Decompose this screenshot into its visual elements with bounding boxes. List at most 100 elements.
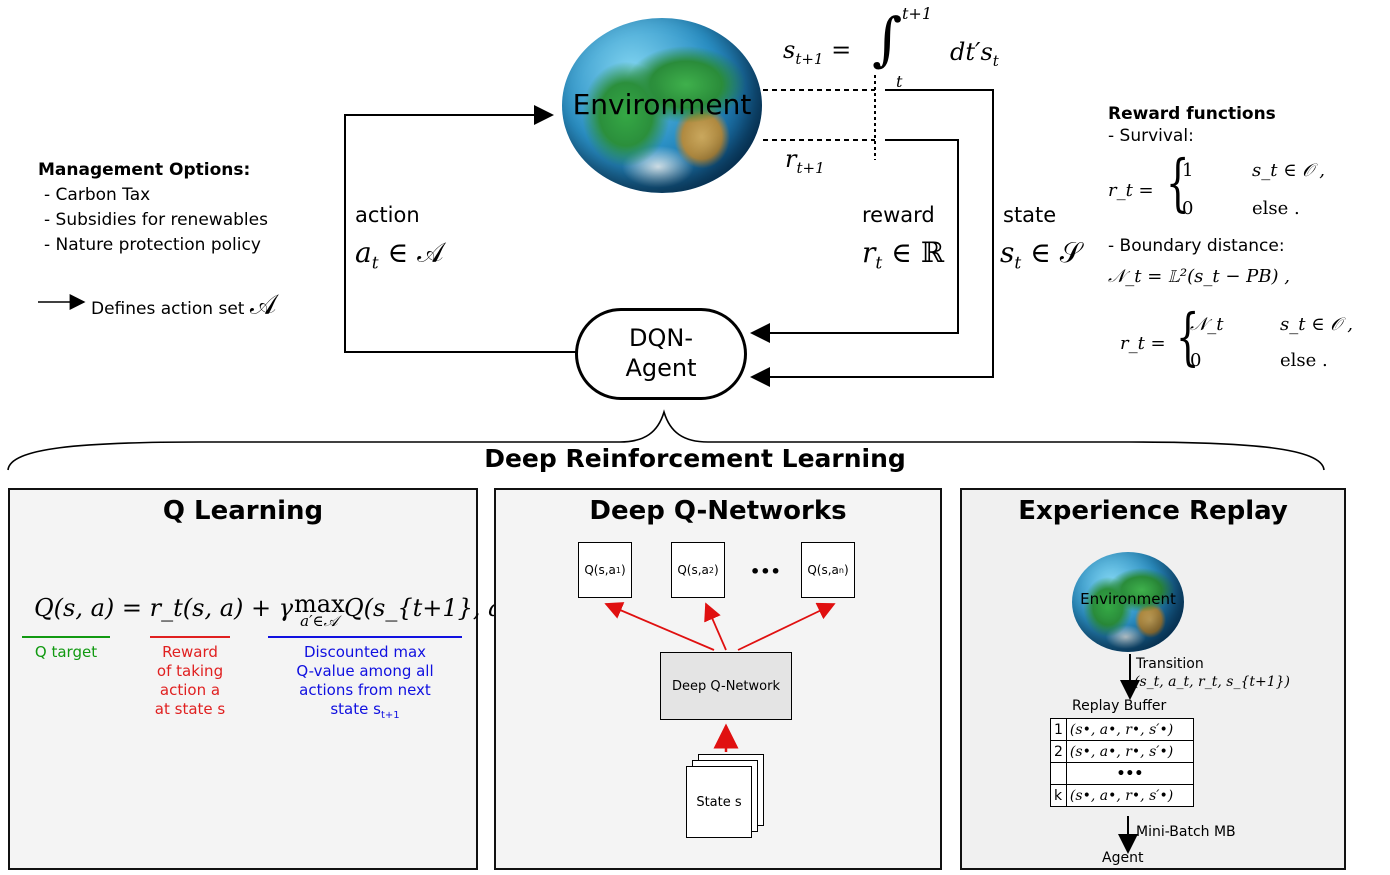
replay-panel: Experience Replay Environment Transition… <box>960 488 1346 870</box>
state-label: state <box>1003 203 1057 227</box>
defines-action-set: Defines action set 𝒜 <box>91 288 276 322</box>
buffer-row: ••• <box>1050 762 1194 785</box>
discount-line-2: Q-value among all <box>296 662 434 680</box>
q-output-n-base: Q(s,a <box>807 563 839 577</box>
dqn-arrows <box>604 602 836 752</box>
buffer-row: 2(s•, a•, r•, s′•) <box>1050 740 1194 763</box>
management-item-subsidies: - Subsidies for renewables <box>44 210 268 230</box>
buffer-row-idx: 2 <box>1050 740 1067 763</box>
state-eq-lhs-sub: t+1 <box>795 49 824 68</box>
state-arrow <box>750 89 994 387</box>
buffer-row-idx: 1 <box>1050 718 1067 741</box>
boundary-label: - Boundary distance: <box>1108 236 1285 256</box>
buffer-row-ellipsis: ••• <box>1065 762 1194 785</box>
action-sub: t <box>371 253 379 274</box>
buffer-row-tuple: (s•, a•, r•, s′•) <box>1065 784 1194 807</box>
state-equation: st+1 = <box>783 36 851 68</box>
reward-line-4: at state s <box>154 700 226 718</box>
state-stack: State s <box>686 754 776 844</box>
defines-symbol: 𝒜 <box>249 288 277 321</box>
integrand-text: dt′s <box>950 38 993 66</box>
q-output-2-sup: 2 <box>708 565 714 575</box>
reward-sym: r <box>862 236 876 269</box>
buffer-row: 1(s•, a•, r•, s′•) <box>1050 718 1194 741</box>
replay-agent-label: Agent <box>1102 850 1144 866</box>
reward-math: rt ∈ ℝ <box>862 236 944 274</box>
replay-title: Experience Replay <box>1018 496 1288 526</box>
q-target-underline <box>22 636 110 638</box>
reward-explanation: Reward of taking action a at state s <box>140 643 240 719</box>
q-output-1-sup: 1 <box>615 565 621 575</box>
integrand: dt′st <box>950 38 999 70</box>
discount-line-1: Discounted max <box>303 643 427 661</box>
reward-next-sub: t+1 <box>796 158 825 177</box>
state-sub: t <box>1014 253 1022 274</box>
q-output-ellipsis: ••• <box>750 562 781 581</box>
integral-sign: ∫ <box>872 5 903 73</box>
reward-label: reward <box>862 203 935 227</box>
buffer-row-idx <box>1050 762 1067 785</box>
buffer-row-idx: k <box>1050 784 1067 807</box>
boundary-cond2: else . <box>1280 350 1328 371</box>
environment-label: Environment <box>572 88 752 121</box>
action-label: action <box>355 203 420 227</box>
boundary-brace: { <box>1175 300 1200 373</box>
q-output-n-sup: n <box>838 565 844 575</box>
minibatch-label: Mini-Batch MB <box>1136 824 1236 840</box>
boundary-case1: 𝒩_t <box>1190 314 1224 335</box>
q-equation-right: Q(s_{t+1}, a′) <box>344 594 518 622</box>
discount-explanation: Discounted max Q-value among all actions… <box>258 643 472 725</box>
reward-arrow <box>750 139 959 343</box>
q-max-sub: a′∈𝒜 <box>300 612 338 630</box>
discount-line-3: actions from next <box>299 681 431 699</box>
discount-underline <box>268 636 462 638</box>
q-target-label: Q target <box>34 643 98 661</box>
buffer-label: Replay Buffer <box>1072 698 1167 714</box>
survival-case1: 1 <box>1182 160 1194 181</box>
survival-cond1: s_t ∈ 𝒪 , <box>1252 160 1326 181</box>
buffer-row-tuple: (s•, a•, r•, s′•) <box>1065 740 1194 763</box>
dqn-title: Deep Q-Networks <box>589 496 847 526</box>
state-eq-equals: = <box>831 36 852 64</box>
q-output-2-base: Q(s,a <box>677 563 709 577</box>
survival-rt: r_t = <box>1108 180 1154 201</box>
survival-cond2: else . <box>1252 198 1300 219</box>
environment-globe: Environment <box>562 18 762 193</box>
boundary-case2: 0 <box>1190 350 1202 371</box>
state-set: ∈ 𝒮 <box>1030 236 1082 269</box>
buffer-row: k(s•, a•, r•, s′•) <box>1050 784 1194 807</box>
integral-upper: t+1 <box>902 4 933 23</box>
state-sym: s <box>1000 236 1015 269</box>
management-item-nature: - Nature protection policy <box>44 235 261 255</box>
reward-underline <box>150 636 230 638</box>
net-to-q2-arrow <box>704 602 727 651</box>
q-output-1-base: Q(s,a <box>584 563 616 577</box>
integral-lower: t <box>896 72 903 91</box>
q-output-1-end: ) <box>620 563 626 577</box>
boundary-rt: r_t = <box>1120 333 1166 354</box>
survival-label: - Survival: <box>1108 126 1194 146</box>
q-equation-max: max a′∈𝒜 <box>294 590 345 630</box>
reward-line-2: of taking <box>156 662 224 680</box>
discount-line-4: state st+1 <box>258 700 472 725</box>
q-max: max <box>294 590 345 618</box>
state-box: State s <box>686 766 752 838</box>
management-title: Management Options: <box>38 160 251 180</box>
boundary-def: 𝒩_t = 𝕃²(s_t − PB) , <box>1108 266 1290 287</box>
defines-text: Defines action set <box>91 299 245 319</box>
reward-set: ∈ ℝ <box>891 236 945 269</box>
replay-arrows <box>1118 654 1140 854</box>
survival-brace: { <box>1165 146 1190 219</box>
management-item-carbon-tax: - Carbon Tax <box>44 185 151 205</box>
drl-title: Deep Reinforcement Learning <box>484 444 906 473</box>
survival-case2: 0 <box>1182 198 1194 219</box>
boundary-cond1: s_t ∈ 𝒪 , <box>1280 314 1354 335</box>
state-eq-lhs: s <box>783 36 796 64</box>
drl-brace <box>7 409 1325 471</box>
dqn-agent: DQN- Agent <box>575 308 747 400</box>
